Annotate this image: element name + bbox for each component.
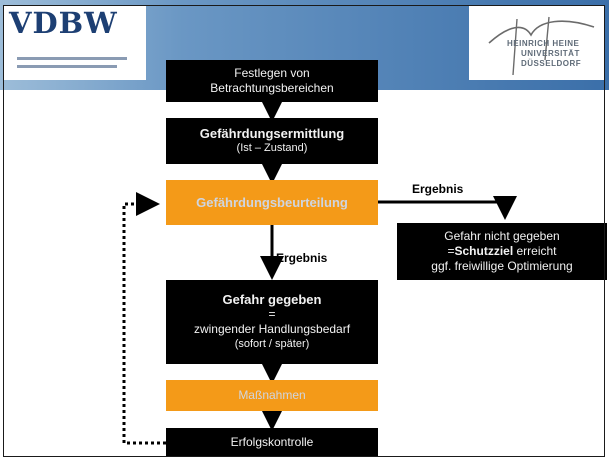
- step-measures-label: Maßnahmen: [238, 388, 306, 402]
- vdbw-logo: VDBW: [3, 5, 146, 80]
- outcome-hazard-title: Gefahr gegeben: [222, 292, 322, 307]
- step-scope-definition: Festlegen von Betrachtungsbereichen: [166, 60, 378, 102]
- step-success-control-label: Erfolgskontrolle: [230, 435, 314, 449]
- logo-subline: [17, 65, 117, 68]
- step-scope-line1: Festlegen von: [234, 66, 310, 80]
- feedback-loop-arrow: [122, 192, 166, 445]
- outcome-hazard-present: Gefahr gegeben = zwingender Handlungsbed…: [166, 280, 378, 364]
- outcome-no-hazard-line2: =Schutzziel erreicht: [447, 244, 557, 258]
- step-success-control: Erfolgskontrolle: [166, 428, 378, 457]
- university-logo: HEINRICH HEINE UNIVERSITÄT DÜSSELDORF: [469, 5, 605, 80]
- signature-icon: [488, 16, 595, 76]
- step-hazard-identification-title: Gefährdungsermittlung: [199, 126, 345, 141]
- outcome-hazard-eq: =: [268, 307, 276, 321]
- step-scope-line2: Betrachtungsbereichen: [210, 81, 334, 95]
- step-hazard-identification-sub: (Ist – Zustand): [236, 142, 308, 154]
- outcome-no-hazard-line1: Gefahr nicht gegeben: [444, 229, 560, 243]
- outcome-no-hazard-line3: ggf. freiwillige Optimierung: [431, 259, 573, 273]
- step-hazard-assessment-label: Gefährdungsbeurteilung: [196, 195, 348, 210]
- university-name-line3: DÜSSELDORF: [521, 59, 582, 68]
- outcome-hazard-line3: (sofort / später): [234, 338, 310, 350]
- step-hazard-identification: Gefährdungsermittlung (Ist – Zustand): [166, 118, 378, 164]
- university-name-line2: UNIVERSITÄT: [521, 49, 580, 58]
- result-label-down: Ergebnis: [276, 251, 328, 265]
- step-hazard-assessment: Gefährdungsbeurteilung: [166, 180, 378, 225]
- protection-goal-term: Schutzziel: [454, 244, 514, 258]
- logo-subline: [17, 57, 127, 60]
- outcome-hazard-line2: zwingender Handlungsbedarf: [193, 322, 351, 336]
- step-measures: Maßnahmen: [166, 380, 378, 411]
- result-label-right: Ergebnis: [412, 182, 464, 196]
- outcome-no-hazard: Gefahr nicht gegeben =Schutzziel erreich…: [397, 223, 607, 280]
- vdbw-logo-text: VDBW: [9, 6, 118, 40]
- university-name-line1: HEINRICH HEINE: [507, 39, 580, 48]
- arrow-result-right: [377, 196, 517, 220]
